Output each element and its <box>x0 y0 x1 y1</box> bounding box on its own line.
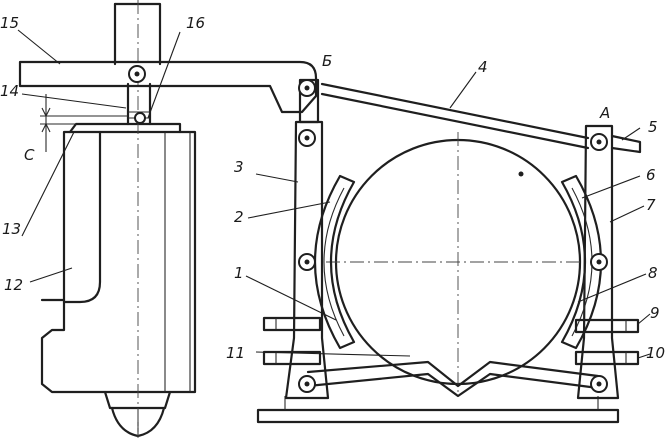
label-16: 16 <box>186 14 205 32</box>
label-10: 10 <box>646 344 665 362</box>
electromagnet-body <box>40 122 197 438</box>
brake-drum <box>326 132 598 392</box>
label-point-a: А <box>599 104 610 122</box>
part-labels: 15 16 14 С 13 12 Б 4 А 5 6 7 8 9 10 3 2 … <box>0 14 665 362</box>
leader-lines <box>17 29 651 359</box>
right-brake-arm <box>576 124 620 400</box>
brake-lever <box>18 60 318 114</box>
label-12: 12 <box>4 276 23 294</box>
label-13: 13 <box>2 220 21 238</box>
label-point-b: Б <box>322 52 332 70</box>
label-9: 9 <box>650 304 660 322</box>
left-brake-shoe <box>313 174 356 350</box>
label-dim-c: С <box>24 146 35 164</box>
label-8: 8 <box>648 264 658 282</box>
label-11: 11 <box>226 344 245 362</box>
tie-rod <box>320 82 642 154</box>
label-5: 5 <box>648 118 658 136</box>
label-6: 6 <box>646 166 656 184</box>
label-4: 4 <box>478 58 488 76</box>
base-plate <box>256 396 620 424</box>
label-3: 3 <box>234 158 244 176</box>
label-1: 1 <box>234 264 244 282</box>
label-15: 15 <box>0 14 19 32</box>
label-7: 7 <box>646 196 656 214</box>
bottom-link <box>306 360 600 398</box>
pivot-pins <box>128 65 608 393</box>
gap-dimension <box>40 94 128 152</box>
left-brake-arm <box>284 78 330 400</box>
label-14: 14 <box>0 82 19 100</box>
label-2: 2 <box>234 208 244 226</box>
